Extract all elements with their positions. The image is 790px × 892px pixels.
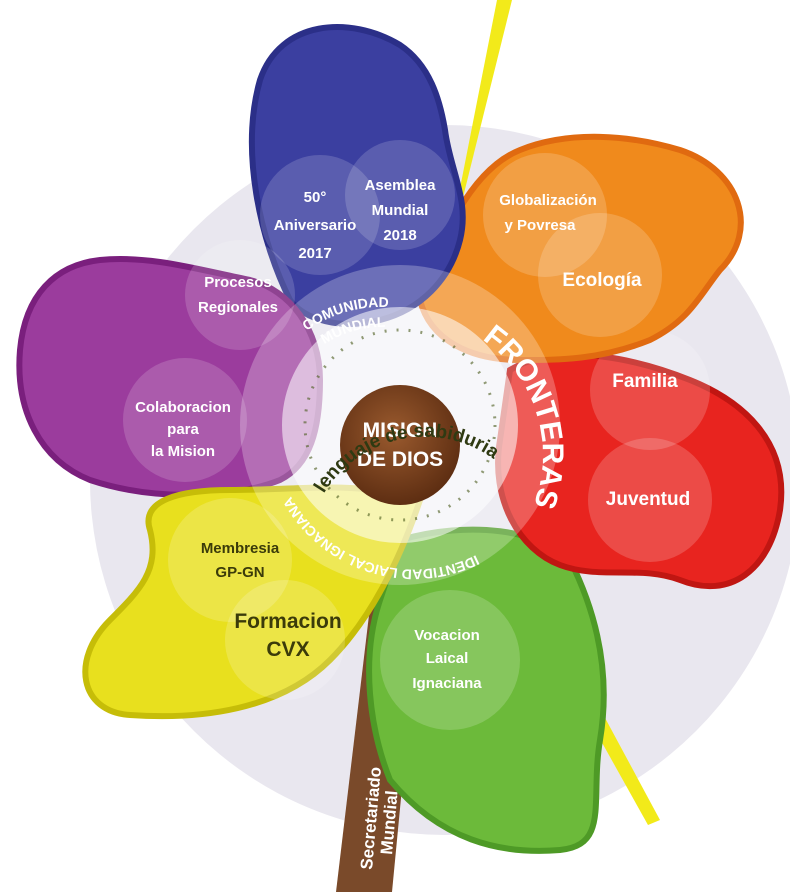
orange-label-a: Globalización y Povresa (499, 192, 597, 234)
svg-text:50°: 50° (304, 189, 327, 206)
svg-text:la Mision: la Mision (151, 443, 215, 460)
petal-red-bubble-1 (590, 330, 710, 450)
red-label-a: Familia (612, 371, 678, 392)
petal-blue-bubble-1 (260, 155, 380, 275)
petal-orange (416, 133, 744, 364)
purple-label-b: Colaboracion para la Mision (135, 399, 231, 460)
petal-yellow-bubble-2 (225, 580, 345, 700)
orange-label-b: Ecología (562, 270, 642, 291)
petal-orange-bubble-2 (538, 213, 662, 337)
svg-text:Procesos: Procesos (204, 274, 272, 291)
svg-text:para: para (167, 421, 199, 438)
petal-yellow (82, 484, 424, 720)
center-line2: DE DIOS (357, 448, 443, 471)
red-label-b: Juventud (606, 489, 690, 510)
petal-green-bubble (380, 590, 520, 730)
green-label-a: Vocacion Laical Ignaciana (412, 627, 482, 692)
blue-label-b: Asemblea Mundial 2018 (365, 177, 437, 244)
blue-label-a: 50° Aniversario 2017 (274, 189, 357, 262)
petal-yellow-bubble-1 (168, 498, 292, 622)
yellow-label-a: Membresia GP-GN (201, 540, 280, 581)
yellow-label-b: Formacion CVX (234, 610, 341, 661)
svg-text:Vocacion: Vocacion (414, 627, 480, 644)
svg-text:Juventud: Juventud (606, 489, 690, 510)
svg-text:Mundial: Mundial (372, 202, 429, 219)
purple-label-a: Procesos Regionales (198, 274, 278, 316)
svg-text:Ignaciana: Ignaciana (412, 675, 482, 692)
svg-text:Ecología: Ecología (562, 270, 642, 291)
svg-text:2018: 2018 (383, 227, 416, 244)
petal-purple-bubble-2 (123, 358, 247, 482)
inner-ring-dotted (303, 328, 497, 522)
svg-text:Aniversario: Aniversario (274, 217, 357, 234)
svg-text:2017: 2017 (298, 245, 331, 262)
svg-text:Colaboracion: Colaboracion (135, 399, 231, 416)
svg-text:Membresia: Membresia (201, 540, 280, 557)
petal-orange-bubble-1 (483, 153, 607, 277)
svg-text:Regionales: Regionales (198, 299, 278, 316)
svg-text:CVX: CVX (266, 638, 309, 661)
petal-red (495, 351, 785, 590)
svg-text:y Povresa: y Povresa (505, 217, 577, 234)
svg-text:GP-GN: GP-GN (215, 564, 264, 581)
svg-text:Asemblea: Asemblea (365, 177, 437, 194)
center-circle (340, 385, 460, 505)
svg-text:Familia: Familia (612, 371, 678, 392)
svg-text:Formacion: Formacion (234, 610, 341, 633)
petal-blue-bubble-2 (345, 140, 455, 250)
svg-text:Laical: Laical (426, 650, 469, 667)
petal-purple-bubble-1 (185, 240, 295, 350)
petal-red-bubble-2 (588, 438, 712, 562)
center-line1: MISION (363, 419, 438, 442)
svg-text:Globalización: Globalización (499, 192, 597, 209)
